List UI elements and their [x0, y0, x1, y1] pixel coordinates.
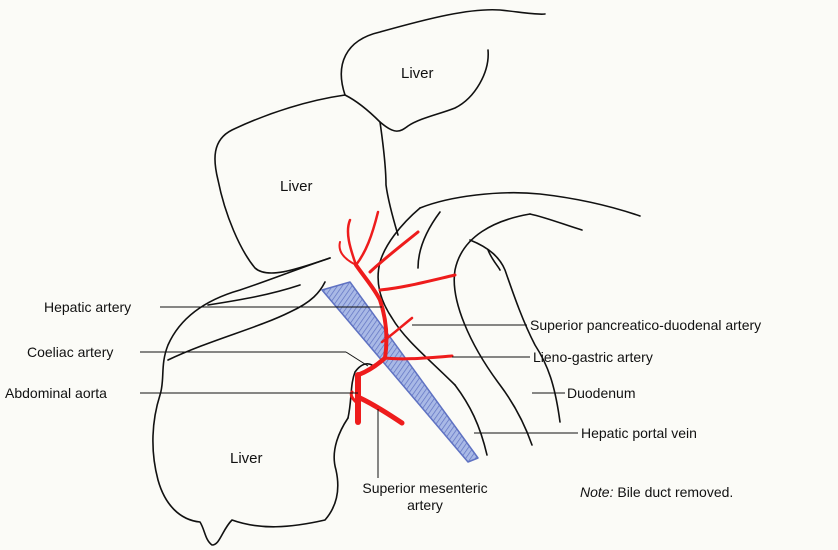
stomach-curve-b — [417, 211, 441, 269]
liver-bottom-label: Liver — [230, 450, 263, 467]
hepatic-branch-5 — [378, 273, 457, 292]
liver-bottom-lobe-upper — [207, 284, 301, 306]
duodenum-loop-inner — [469, 239, 561, 423]
hepatic-artery-label: Hepatic artery — [44, 299, 132, 315]
hepatic-branch-4 — [368, 230, 420, 274]
lower-right-curve — [454, 384, 488, 456]
superior-mesenteric-label-line1: Superior mesenteric — [362, 480, 488, 496]
hepatic-branch-2 — [338, 241, 357, 266]
duodenum-label: Duodenum — [567, 385, 636, 401]
superior-mesenteric-label-line2: artery — [407, 497, 443, 513]
hepatic-portal-vein-label: Hepatic portal vein — [581, 425, 697, 441]
liver-bottom-lobe-outline — [152, 257, 349, 546]
liver-top-label: Liver — [401, 65, 434, 82]
hepatic-branch-3 — [354, 210, 380, 267]
leader-coeliac-artery-tail — [345, 351, 369, 367]
stomach-inner-curve — [529, 213, 583, 231]
liver-top-lobe-outline — [340, 8, 546, 96]
liver-middle-lobe-fold — [379, 121, 399, 236]
note: Note: Bile duct removed. — [580, 484, 733, 500]
stomach-curve-a — [377, 207, 456, 386]
lieno-gastric-branch — [383, 354, 454, 361]
lieno-gastric-label: Lieno-gastric artery — [533, 349, 653, 365]
duodenum-loop-outer — [453, 213, 533, 446]
note-text: Bile duct removed. — [613, 484, 734, 500]
superior-mesenteric-artery-segment — [357, 395, 405, 426]
hepatic-artery-trunk — [354, 263, 389, 360]
liver-middle-lobe-outline — [214, 94, 346, 274]
hepatic-branch-1 — [346, 218, 358, 267]
hepatic-portal-vein — [321, 281, 479, 463]
note-prefix: Note: — [580, 484, 614, 500]
liver-middle-label: Liver — [280, 178, 313, 195]
liver-top-lobe-lower-edge — [344, 49, 489, 132]
stomach-outer-curve — [419, 192, 641, 217]
liver-bottom-lobe-fold — [167, 281, 326, 361]
abdominal-aorta-label: Abdominal aorta — [5, 385, 107, 401]
superior-pancreatico-duodenal-label: Superior pancreatico-duodenal artery — [530, 317, 762, 333]
pancreatico-duodenal-branch — [380, 316, 414, 344]
coeliac-artery-label: Coeliac artery — [27, 344, 114, 360]
duodenum-inner-line — [487, 249, 501, 271]
aorta-outline — [347, 363, 373, 419]
coeliac-artery-segment — [355, 355, 388, 378]
